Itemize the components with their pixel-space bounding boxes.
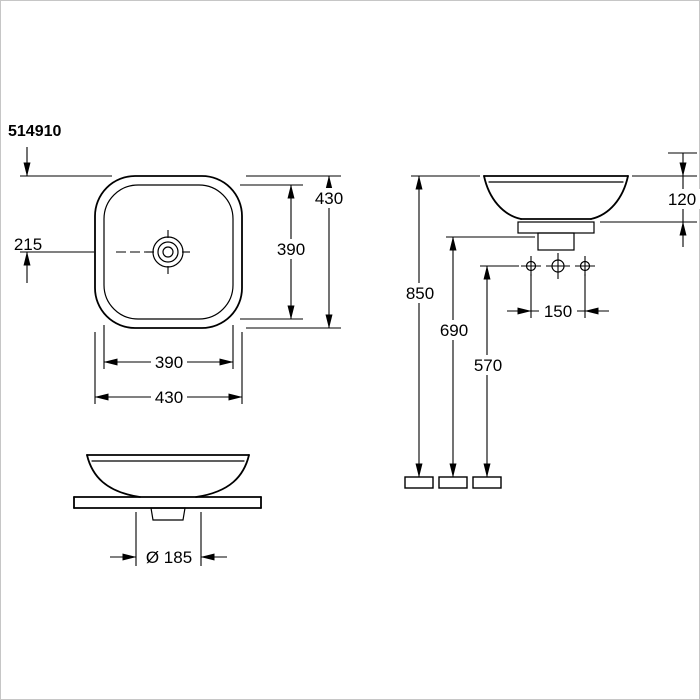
drain-body	[537, 232, 575, 251]
dim-215: 215	[14, 147, 112, 283]
dim-label-120: 120	[668, 190, 696, 209]
label-background	[468, 355, 508, 375]
bowl-profile-right	[590, 175, 629, 220]
bowl-profile-right	[195, 454, 250, 498]
dim-label-150: 150	[544, 302, 572, 321]
model-number: 514910	[8, 123, 61, 140]
plan-view: 215 390 430 390	[14, 147, 347, 407]
dim-label-390-horizontal: 390	[155, 353, 183, 372]
drain-fitting	[150, 507, 186, 521]
basin-outer-rim	[94, 175, 243, 329]
floor-block	[438, 476, 468, 489]
dim-label-850: 850	[406, 284, 434, 303]
dim-390-horizontal: 390	[103, 325, 234, 372]
dim-430-horizontal: 430	[94, 332, 243, 407]
dim-label-390-vertical: 390	[277, 240, 305, 259]
dim-label-diameter-185: Ø 185	[146, 548, 192, 567]
connection-right	[575, 256, 595, 276]
drain-inner-circle	[162, 246, 174, 258]
label-background	[664, 189, 700, 209]
dim-570: 570	[468, 265, 519, 478]
dim-label-215: 215	[14, 235, 42, 254]
dim-150: 150	[507, 274, 609, 321]
bowl-profile-left	[483, 175, 522, 220]
label-background	[151, 352, 187, 372]
label-background	[400, 283, 440, 303]
front-view: 150 120 850 690	[400, 152, 700, 489]
dim-label-430-vertical: 430	[315, 189, 343, 208]
dim-850: 850	[400, 175, 480, 478]
label-background	[273, 239, 309, 259]
drain-middle-circle	[157, 241, 179, 263]
dim-430-vertical: 430	[246, 175, 347, 329]
connection-symbols	[521, 253, 595, 279]
floor-block	[404, 476, 434, 489]
dim-185: Ø 185	[110, 512, 227, 567]
dim-label-430-horizontal: 430	[155, 388, 183, 407]
label-background	[539, 301, 577, 321]
label-background	[311, 188, 347, 208]
dim-label-570: 570	[474, 356, 502, 375]
bowl-profile-left	[86, 454, 141, 498]
drain-symbol	[146, 230, 190, 274]
floor-symbols	[404, 476, 502, 489]
dim-690: 690	[434, 236, 535, 478]
label-background	[151, 387, 187, 407]
label-background	[139, 547, 199, 567]
dim-390-vertical: 390	[240, 184, 309, 320]
connection-left	[521, 256, 541, 276]
dim-120: 120	[600, 152, 700, 247]
connection-center	[546, 253, 570, 279]
dim-label-690: 690	[440, 321, 468, 340]
side-view: Ø 185	[73, 454, 262, 567]
basin-inner-rim	[103, 184, 234, 320]
floor-block	[472, 476, 502, 489]
label-background	[434, 320, 474, 340]
